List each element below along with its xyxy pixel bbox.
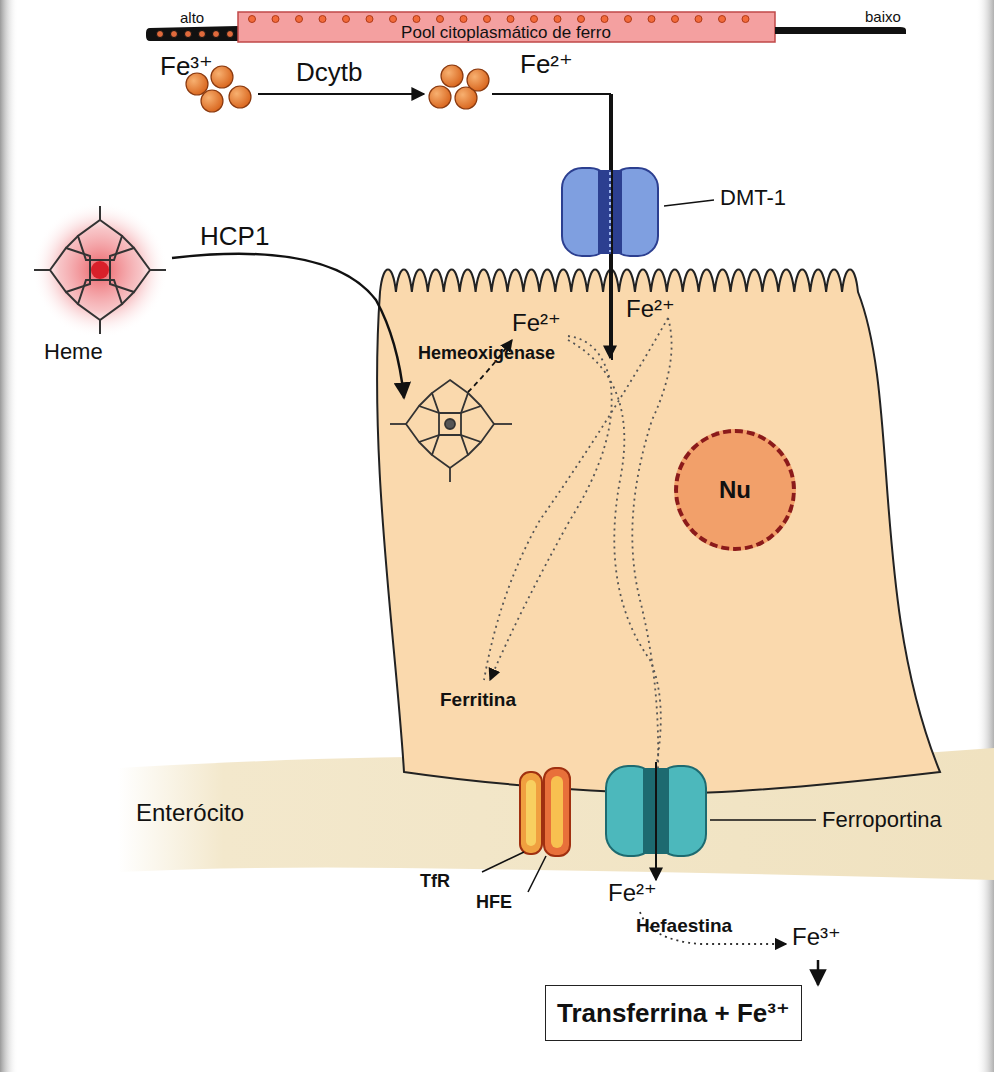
pool-dot [554,16,561,23]
nucleus-circle: Nu [674,429,796,551]
label: HCP1 [200,222,269,251]
label: DMT-1 [720,186,786,210]
label: HFE [476,893,512,913]
heme-molecule [32,202,168,338]
uptake-arrow [492,94,610,358]
pool-dot [413,16,420,23]
heme-uptake-arrow [172,254,404,398]
label: TfR [420,872,450,892]
leader-line [482,852,524,872]
pool-dot [719,16,726,23]
uptake-arrow-overlay [611,94,613,360]
label: Hefaestina [636,916,732,937]
pool-dot [460,16,467,23]
leader-line [710,819,816,821]
label: Fe³⁺ [792,924,841,950]
page-edge [0,0,18,1072]
label: Hemeoxigenase [418,344,555,364]
heme-molecule-inner [390,380,512,482]
pool-dot [742,16,749,23]
leader-line [528,856,546,892]
label: Heme [44,340,103,364]
node-text: Nu [719,476,751,504]
pool-dot [695,16,702,23]
pool-dot [531,16,538,23]
node-text: Transferrina + Fe³⁺ [557,998,790,1029]
pool-dot [672,16,679,23]
pool-dot [507,16,514,23]
pool-dot [366,16,373,23]
leader-line [664,200,714,206]
gradient-dots [157,31,234,38]
gradient-bar-left [146,26,238,41]
page-edge [976,0,994,1072]
node-text: Pool citoplasmático de ferro [401,23,611,43]
reduction-arrow [258,93,424,95]
pool-dots [249,16,750,23]
pool-dot [437,16,444,23]
dmt1-channel [562,168,658,256]
label: alto [180,10,204,27]
pool-bar [238,12,775,42]
label: Fe²⁺ [512,310,561,336]
pool-dot [648,16,655,23]
label: Ferritina [440,690,516,711]
enterocyte-cell [377,270,940,794]
pool-dot [249,16,256,23]
label: Fe²⁺ [626,296,675,322]
export-arrow [655,762,657,880]
pool-dot [484,16,491,23]
label: Dcytb [296,58,362,87]
label: Fe³⁺ [160,52,213,81]
pool-dot [296,16,303,23]
label: Ferroportina [822,808,942,832]
pool-dot [578,16,585,23]
transferrin-arrow [817,960,820,985]
label: baixo [865,9,901,26]
pool-dot [601,16,608,23]
gradient-bar-right [775,27,906,34]
pool-dot [319,16,326,23]
pool-dot [272,16,279,23]
pool-dot [625,16,632,23]
label: Enterócito [136,800,244,826]
pool-dot [390,16,397,23]
label: Fe²⁺ [520,50,573,79]
pool-dot [343,16,350,23]
label: Fe²⁺ [608,880,657,906]
tfr-hfe-complex [520,768,570,856]
transferrin-box: Transferrina + Fe³⁺ [545,985,802,1041]
pool-label-box: Pool citoplasmático de ferro [238,17,775,49]
